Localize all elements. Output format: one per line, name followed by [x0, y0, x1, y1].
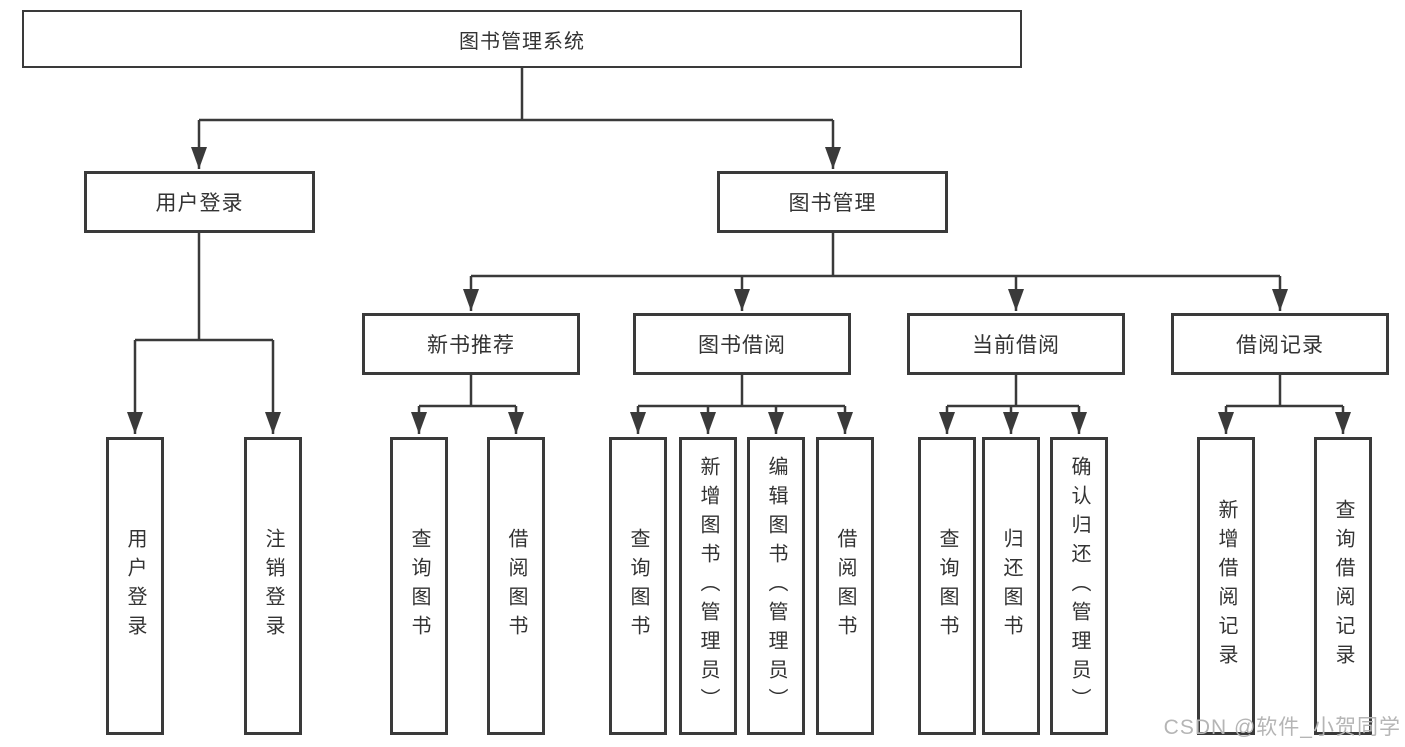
- leaf-user-login: 用户登录: [106, 437, 164, 735]
- node-book-borrowing: 图书借阅: [633, 313, 851, 375]
- node-user-login-group: 用户登录: [84, 171, 315, 233]
- leaf-bb-query-books: 查询图书: [609, 437, 667, 735]
- node-book-management: 图书管理: [717, 171, 948, 233]
- node-borrowing-records: 借阅记录: [1171, 313, 1389, 375]
- leaf-bb-edit-books-admin: 编辑图书（管理员）: [747, 437, 805, 735]
- node-current-borrowing: 当前借阅: [907, 313, 1125, 375]
- leaf-bb-add-books-admin: 新增图书（管理员）: [679, 437, 737, 735]
- leaf-bb-borrow-books: 借阅图书: [816, 437, 874, 735]
- leaf-br-add-record: 新增借阅记录: [1197, 437, 1255, 735]
- leaf-cb-confirm-return-admin: 确认归还（管理员）: [1050, 437, 1108, 735]
- leaf-logout: 注销登录: [244, 437, 302, 735]
- node-new-book-recommend: 新书推荐: [362, 313, 580, 375]
- leaf-cb-query-books: 查询图书: [918, 437, 976, 735]
- leaf-br-query-record: 查询借阅记录: [1314, 437, 1372, 735]
- leaf-nbr-borrow-books: 借阅图书: [487, 437, 545, 735]
- csdn-watermark: CSDN @软件_小贺同学: [1163, 716, 1401, 739]
- arrow-connectors: [127, 120, 1351, 434]
- leaf-cb-return-books: 归还图书: [982, 437, 1040, 735]
- node-root: 图书管理系统: [22, 10, 1022, 68]
- leaf-nbr-query-books: 查询图书: [390, 437, 448, 735]
